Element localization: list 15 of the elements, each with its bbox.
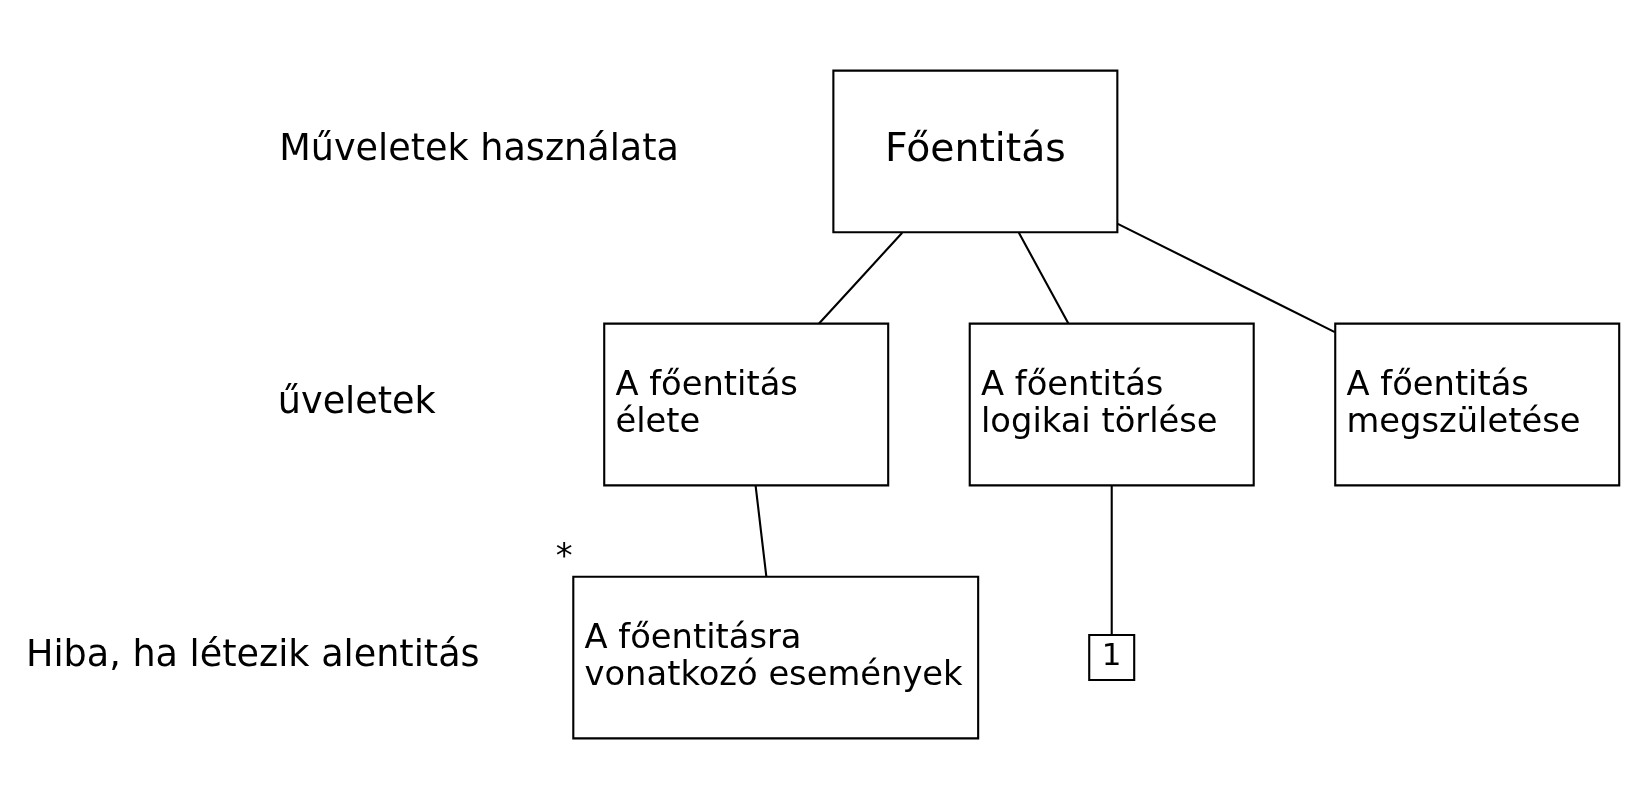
connector bbox=[1110, 485, 1113, 635]
label: Hiba, ha létezik alentitás bbox=[25, 632, 480, 676]
connector bbox=[754, 485, 768, 577]
node-box: A főentitásra vonatkozó események bbox=[572, 575, 980, 740]
connector bbox=[1117, 222, 1336, 334]
label: Műveletek használata bbox=[279, 126, 679, 170]
connector bbox=[818, 232, 903, 325]
connector bbox=[1017, 232, 1070, 325]
node-box: Főentitás bbox=[832, 69, 1119, 234]
node-box: 1 bbox=[1088, 634, 1136, 682]
node-label: * bbox=[555, 536, 573, 576]
node-box: A főentitás megszületése bbox=[1334, 322, 1621, 487]
label: űveletek bbox=[277, 379, 436, 423]
node-box: A főentitás élete bbox=[603, 322, 890, 487]
node-box: A főentitás logikai törlése bbox=[968, 322, 1255, 487]
